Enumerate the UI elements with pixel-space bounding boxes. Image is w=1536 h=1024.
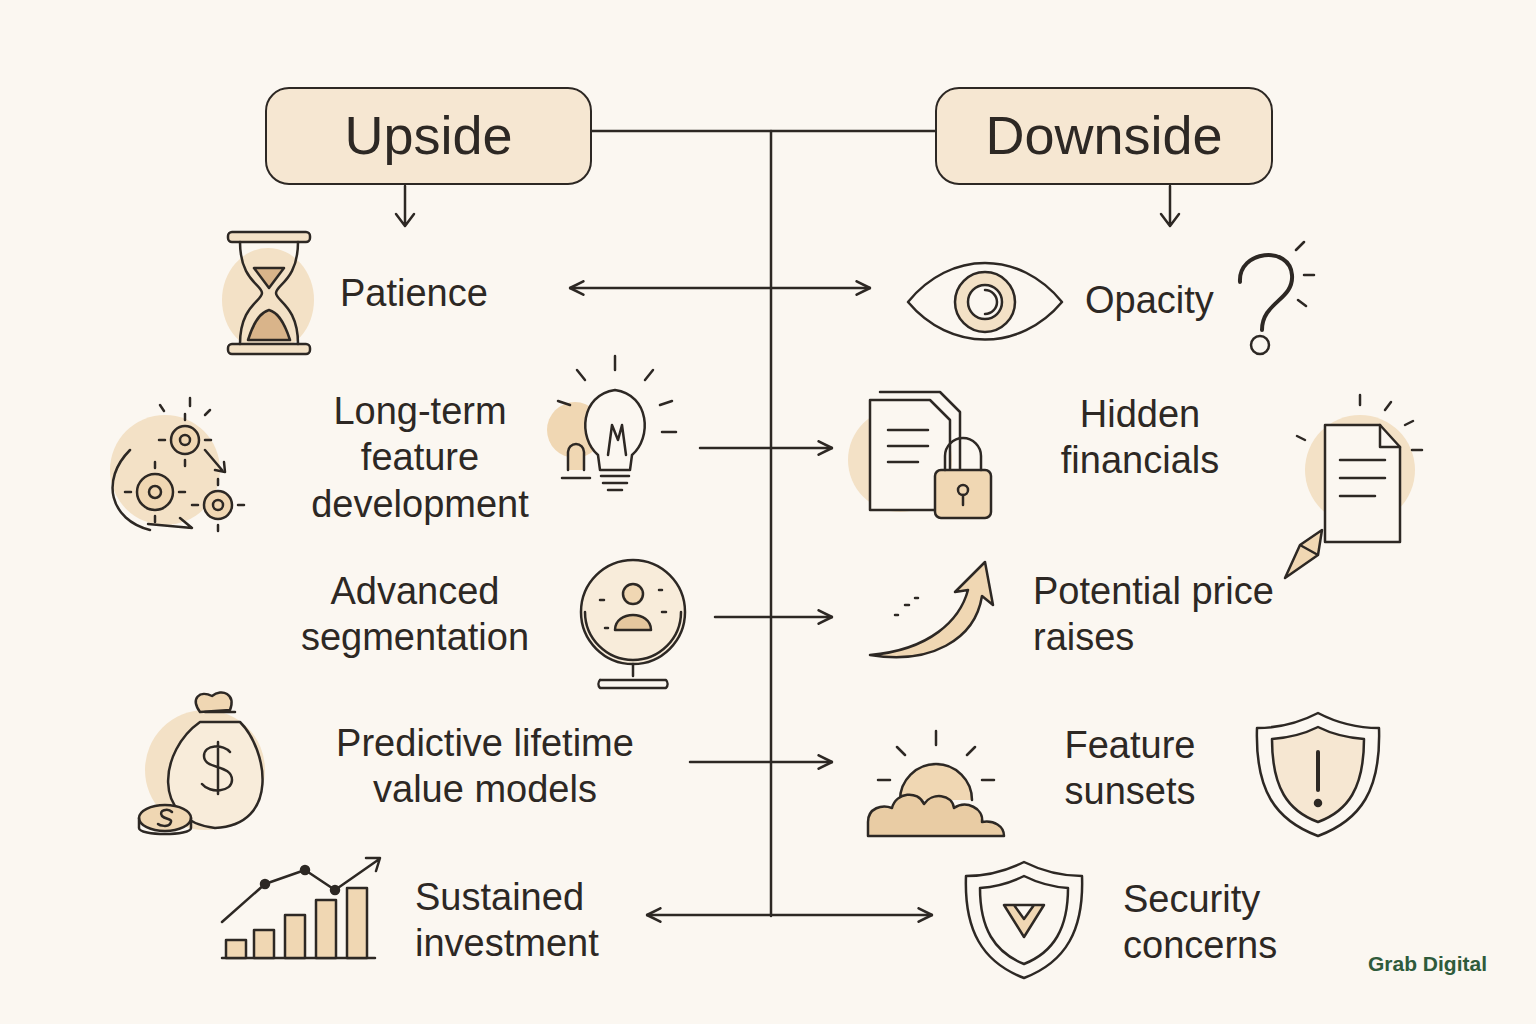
downside-item: Feature sunsets xyxy=(832,722,1240,815)
lightbulb-icon xyxy=(547,356,676,490)
item-text: Advanced segmentation xyxy=(270,568,560,661)
item-text: Patience xyxy=(340,270,570,316)
locked-documents-icon xyxy=(848,392,991,518)
price-rise-arrow-icon xyxy=(870,562,993,657)
downside-item: Hidden financials xyxy=(832,391,1260,484)
upside-item: Long-term feature development xyxy=(280,388,700,527)
downside-item: Security concerns xyxy=(932,876,1348,969)
upside-item: Advanced segmentation xyxy=(265,568,715,661)
hourglass-icon xyxy=(222,232,314,354)
item-text: Feature sunsets xyxy=(1020,722,1240,815)
upside-item: Predictive lifetime value models xyxy=(290,720,690,813)
document-pen-icon xyxy=(1285,395,1422,578)
gears-icon xyxy=(110,398,244,531)
question-mark-icon xyxy=(1240,242,1314,354)
sunset-icon xyxy=(868,731,1004,836)
upside-item: Patience xyxy=(330,270,570,316)
item-text: Opacity xyxy=(1085,277,1265,323)
upside-item: Sustained investment xyxy=(410,874,647,967)
security-shield-icon xyxy=(966,862,1082,978)
money-bag-icon xyxy=(139,692,265,834)
item-text: Security concerns xyxy=(1123,876,1348,969)
header-text: Upside xyxy=(344,103,512,169)
comparison-arrow xyxy=(647,914,932,917)
eye-icon xyxy=(908,263,1062,340)
watermark: Grab Digital xyxy=(1368,952,1487,976)
comparison-arrow xyxy=(715,616,832,619)
upside-header: Upside xyxy=(265,87,592,185)
item-text: Hidden financials xyxy=(1020,391,1260,484)
comparison-arrow xyxy=(700,447,832,450)
header-down-arrow xyxy=(396,186,1179,226)
comparison-arrow xyxy=(690,761,832,764)
segmentation-globe-icon xyxy=(581,560,685,688)
header-text: Downside xyxy=(985,103,1222,169)
center-spine xyxy=(770,131,773,916)
item-text: Predictive lifetime value models xyxy=(295,720,675,813)
comparison-arrow xyxy=(570,287,870,290)
downside-item: Potential price raises xyxy=(832,568,1283,661)
downside-header: Downside xyxy=(935,87,1273,185)
header-link-line xyxy=(592,130,935,133)
item-text: Sustained investment xyxy=(415,874,647,967)
downside-item: Opacity xyxy=(870,277,1265,323)
item-text: Potential price raises xyxy=(1033,568,1283,661)
bar-chart-icon xyxy=(222,858,380,958)
warning-shield-icon xyxy=(1257,713,1379,836)
item-text: Long-term feature development xyxy=(285,388,555,527)
